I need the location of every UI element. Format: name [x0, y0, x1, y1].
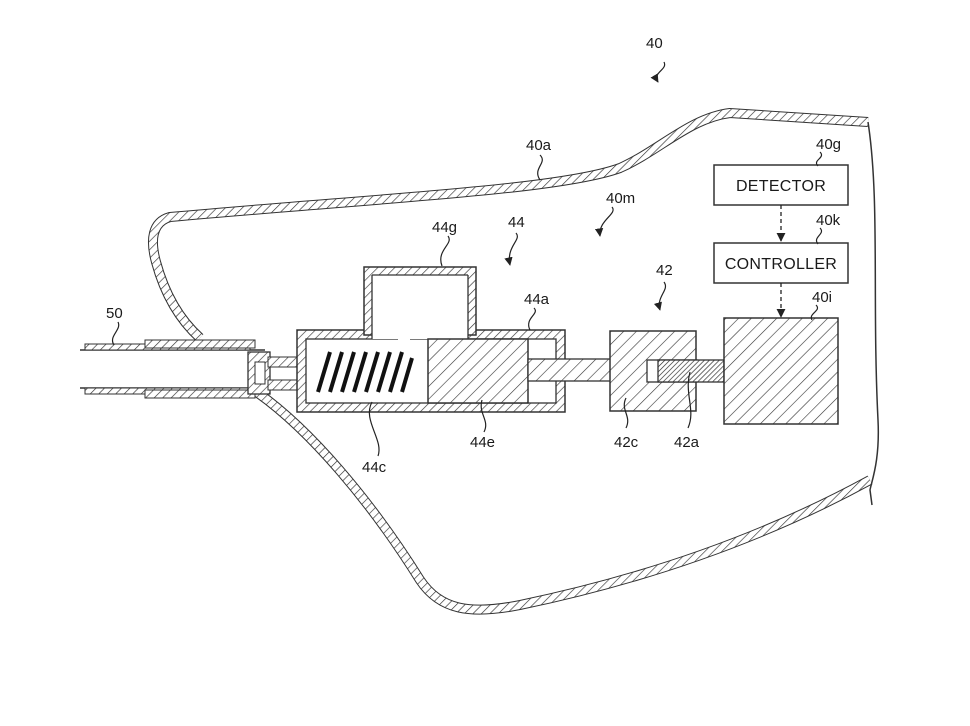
piston-rod: [527, 358, 614, 382]
connector-neck: [247, 351, 304, 395]
label-50: 50: [106, 305, 123, 322]
label-44c: 44c: [362, 459, 387, 476]
label-44a: 44a: [524, 291, 550, 308]
label-40: 40: [646, 35, 663, 52]
controller-box: CONTROLLER: [713, 242, 849, 284]
housing-shell: [148, 107, 880, 615]
label-40m: 40m: [606, 190, 635, 207]
label-44g: 44g: [432, 219, 457, 236]
detector-label: DETECTOR: [736, 178, 826, 195]
shaft-42a: [657, 359, 725, 383]
actuator-40i: [723, 317, 839, 425]
label-42a: 42a: [674, 434, 700, 451]
detector-box: DETECTOR: [713, 164, 849, 206]
label-44: 44: [508, 214, 525, 231]
label-40k: 40k: [816, 212, 841, 229]
label-40i: 40i: [812, 289, 832, 306]
piston-44e: [427, 338, 529, 404]
controller-label: CONTROLLER: [725, 256, 837, 273]
label-40g: 40g: [816, 136, 841, 153]
label-42c: 42c: [614, 434, 639, 451]
reference-labels: 40 40a 40g 40k 40i 40m 44 42 44g 44a 50 …: [106, 35, 841, 476]
spring-coil: [316, 351, 414, 393]
label-40a: 40a: [526, 137, 552, 154]
leader-lines: [112, 61, 822, 457]
label-44e: 44e: [470, 434, 495, 451]
label-42: 42: [656, 262, 673, 279]
tube-50: [80, 339, 265, 399]
